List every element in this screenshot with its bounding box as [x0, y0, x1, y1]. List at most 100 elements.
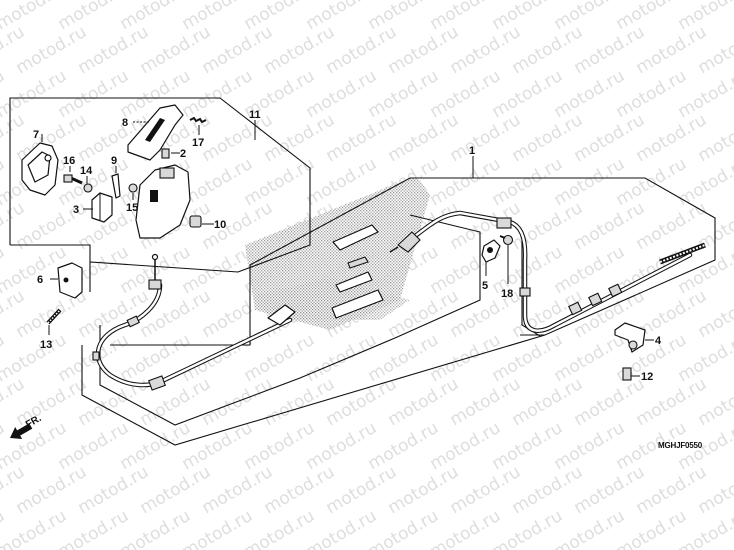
- svg-text:motod.ru: motod.ru: [323, 110, 401, 166]
- callout-2[interactable]: 2: [180, 148, 186, 160]
- part-18-bolt[interactable]: [499, 234, 514, 246]
- callout-4[interactable]: 4: [655, 335, 662, 347]
- svg-text:motod.ru: motod.ru: [137, 22, 215, 78]
- callout-13[interactable]: 13: [40, 339, 52, 351]
- svg-text:motod.ru: motod.ru: [365, 330, 443, 386]
- svg-text:motod.ru: motod.ru: [509, 374, 587, 430]
- callout-6[interactable]: 6: [37, 274, 43, 286]
- svg-text:motod.ru: motod.ru: [571, 22, 649, 78]
- callout-18[interactable]: 18: [501, 288, 513, 300]
- part-6-holder[interactable]: [57, 262, 83, 299]
- lever-bracket-body[interactable]: [135, 164, 191, 239]
- callout-labels: 1 2 3 4 5 6 7 8 9 10 11 12 13 14 15 16 1…: [33, 109, 662, 383]
- callout-leaders: [41, 121, 654, 377]
- svg-text:motod.ru: motod.ru: [137, 374, 215, 430]
- svg-text:motod.ru: motod.ru: [199, 462, 277, 518]
- part-13-bolt[interactable]: [46, 308, 62, 325]
- svg-text:motod.ru: motod.ru: [633, 462, 711, 518]
- part-2-spring[interactable]: [161, 148, 170, 159]
- svg-text:motod.ru: motod.ru: [137, 286, 215, 342]
- svg-text:motod.ru: motod.ru: [509, 198, 587, 254]
- callout-8[interactable]: 8: [122, 117, 128, 129]
- callout-3[interactable]: 3: [73, 204, 79, 216]
- part-15-nut[interactable]: [128, 183, 138, 193]
- callout-17[interactable]: 17: [192, 137, 204, 149]
- svg-text:motod.ru: motod.ru: [13, 462, 91, 518]
- svg-text:motod.ru: motod.ru: [489, 330, 567, 386]
- part-10-clip[interactable]: [189, 215, 202, 228]
- brake-cable-left[interactable]: [92, 253, 296, 391]
- part-14-washer[interactable]: [83, 183, 93, 193]
- part-8-lever[interactable]: [127, 104, 184, 161]
- svg-text:motod.ru: motod.ru: [509, 462, 587, 518]
- svg-text:motod.ru: motod.ru: [241, 154, 319, 210]
- part-9-pin[interactable]: [111, 173, 121, 199]
- callout-16[interactable]: 16: [63, 155, 75, 167]
- part-7-cover[interactable]: [21, 142, 59, 196]
- svg-text:motod.ru: motod.ru: [13, 22, 91, 78]
- callout-14[interactable]: 14: [80, 165, 93, 177]
- svg-text:motod.ru: motod.ru: [75, 286, 153, 342]
- callout-10[interactable]: 10: [214, 219, 226, 231]
- svg-text:motod.ru: motod.ru: [427, 154, 505, 210]
- callout-9[interactable]: 9: [111, 155, 117, 167]
- svg-text:motod.ru: motod.ru: [179, 418, 257, 474]
- brake-cable-right[interactable]: [389, 210, 706, 333]
- svg-text:motod.ru: motod.ru: [489, 154, 567, 210]
- callout-7[interactable]: 7: [33, 129, 39, 141]
- part-12-bolt[interactable]: [622, 367, 632, 381]
- part-17-spring[interactable]: [189, 116, 207, 124]
- svg-text:motod.ru: motod.ru: [241, 418, 319, 474]
- svg-text:motod.ru: motod.ru: [323, 22, 401, 78]
- svg-text:motod.ru: motod.ru: [385, 110, 463, 166]
- svg-text:motod.ru: motod.ru: [447, 374, 525, 430]
- callout-1[interactable]: 1: [469, 145, 475, 157]
- callout-11[interactable]: 11: [249, 109, 261, 121]
- svg-text:motod.ru: motod.ru: [633, 22, 711, 78]
- svg-text:motod.ru: motod.ru: [571, 110, 649, 166]
- svg-text:motod.ru: motod.ru: [571, 374, 649, 430]
- svg-text:motod.ru: motod.ru: [427, 418, 505, 474]
- callout-15[interactable]: 15: [126, 202, 138, 214]
- group-11-outline: [9, 97, 311, 292]
- center-parts-set[interactable]: [331, 224, 384, 319]
- svg-text:motod.ru: motod.ru: [385, 462, 463, 518]
- svg-text:motod.ru: motod.ru: [261, 22, 339, 78]
- svg-text:motod.ru: motod.ru: [551, 154, 629, 210]
- svg-text:motod.ru: motod.ru: [199, 110, 277, 166]
- svg-text:motod.ru: motod.ru: [75, 462, 153, 518]
- svg-text:motod.ru: motod.ru: [571, 462, 649, 518]
- svg-text:motod.ru: motod.ru: [179, 66, 257, 122]
- svg-text:motod.ru: motod.ru: [179, 330, 257, 386]
- svg-text:motod.ru: motod.ru: [509, 110, 587, 166]
- svg-text:motod.ru: motod.ru: [489, 418, 567, 474]
- svg-text:motod.ru: motod.ru: [55, 418, 133, 474]
- svg-text:motod.ru: motod.ru: [447, 110, 525, 166]
- part-3-switch[interactable]: [91, 192, 113, 223]
- svg-text:motod.ru: motod.ru: [323, 374, 401, 430]
- part-16-bolt[interactable]: [63, 174, 83, 185]
- svg-text:motod.ru: motod.ru: [365, 418, 443, 474]
- svg-text:motod.ru: motod.ru: [137, 462, 215, 518]
- svg-text:motod.ru: motod.ru: [447, 22, 525, 78]
- svg-text:motod.ru: motod.ru: [303, 330, 381, 386]
- svg-text:motod.ru: motod.ru: [261, 374, 339, 430]
- callout-12[interactable]: 12: [641, 371, 653, 383]
- svg-text:motod.ru: motod.ru: [613, 66, 691, 122]
- callout-5[interactable]: 5: [482, 280, 488, 292]
- svg-text:motod.ru: motod.ru: [75, 374, 153, 430]
- svg-text:motod.ru: motod.ru: [551, 418, 629, 474]
- svg-text:motod.ru: motod.ru: [303, 418, 381, 474]
- svg-text:motod.ru: motod.ru: [75, 22, 153, 78]
- part-5-clamp[interactable]: [481, 239, 501, 263]
- svg-text:motod.ru: motod.ru: [447, 462, 525, 518]
- arrow-left-icon: [10, 423, 33, 440]
- svg-text:motod.ru: motod.ru: [55, 66, 133, 122]
- svg-text:motod.ru: motod.ru: [633, 110, 711, 166]
- screen-tone-shading: [245, 178, 430, 330]
- svg-text:motod.ru: motod.ru: [117, 418, 195, 474]
- svg-text:motod.ru: motod.ru: [489, 66, 567, 122]
- svg-text:motod.ru: motod.ru: [571, 198, 649, 254]
- svg-text:motod.ru: motod.ru: [675, 0, 734, 34]
- part-4-bracket[interactable]: [614, 322, 646, 353]
